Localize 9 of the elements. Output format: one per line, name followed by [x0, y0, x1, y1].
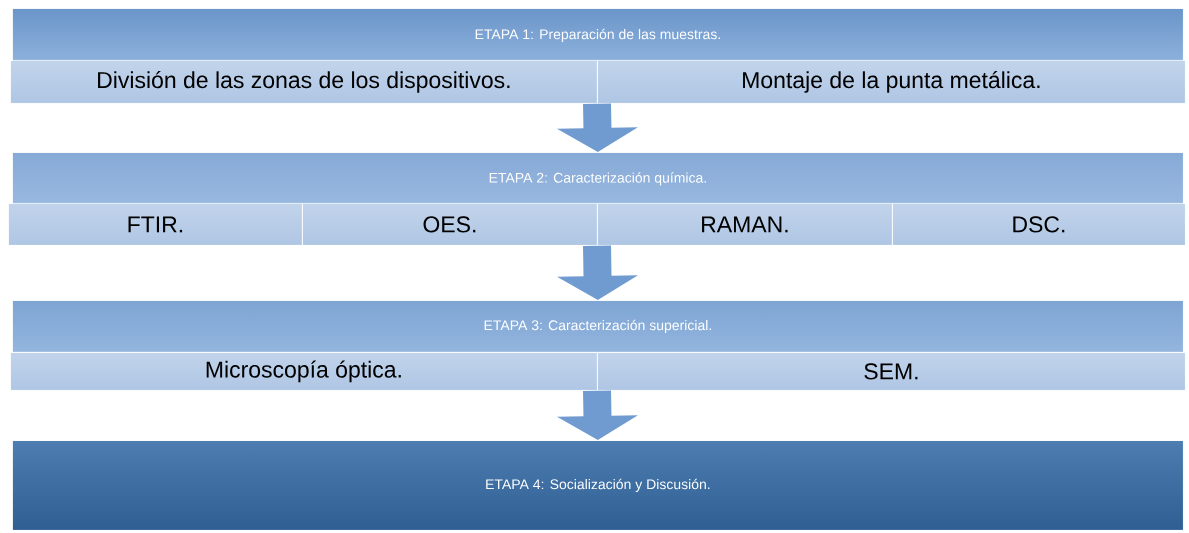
method-box: DSC. — [892, 203, 1186, 246]
method-box: Microscopía óptica. — [10, 352, 598, 391]
method-box: División de las zonas de los dispositivos. — [10, 60, 598, 104]
method-box: Montaje de la punta metálica. — [597, 60, 1186, 104]
stage-band: ETAPA 4: Socialización y Discusión. — [12, 440, 1184, 531]
method-box: OES. — [302, 203, 598, 246]
method-box: FTIR. — [8, 203, 303, 246]
method-box: SEM. — [597, 352, 1186, 391]
method-box: RAMAN. — [597, 203, 893, 246]
